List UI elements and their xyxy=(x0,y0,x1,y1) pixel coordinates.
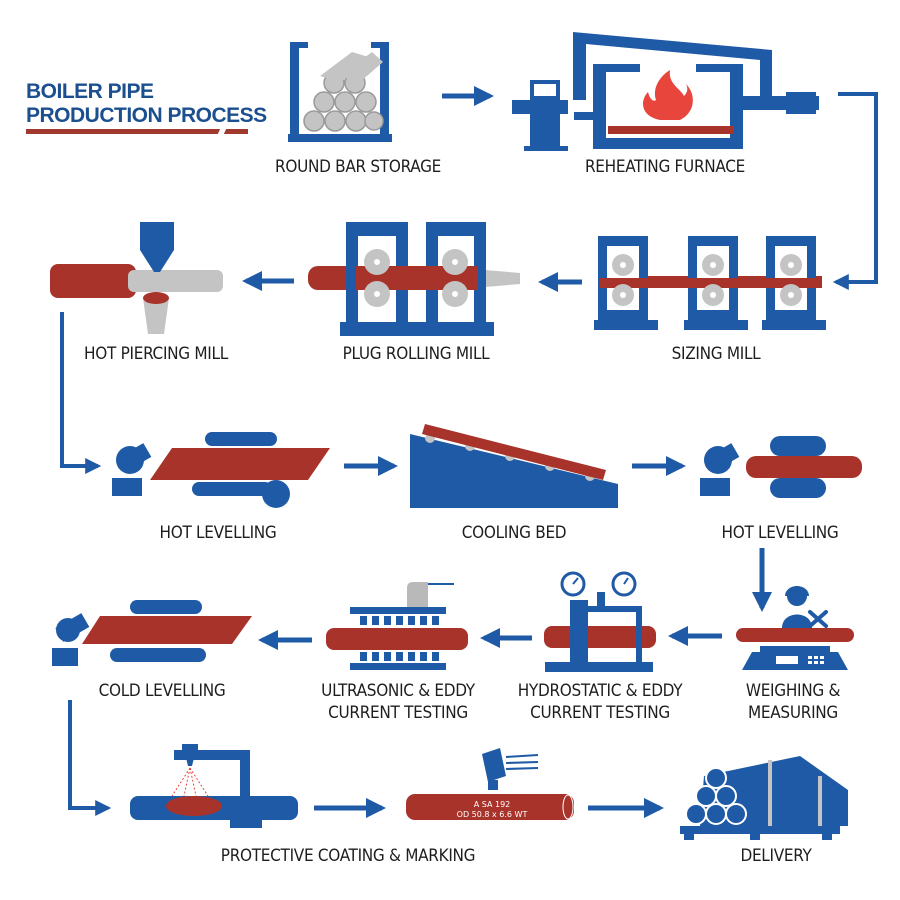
label-plug-rolling-mill: PLUG ROLLING MILL xyxy=(342,344,490,364)
flow-arrow xyxy=(60,312,102,474)
piercing-mill-icon xyxy=(50,222,223,334)
flow-arrow xyxy=(832,92,878,290)
pipe-bundle-icon xyxy=(680,756,848,840)
diagram-title: BOILER PIPE PRODUCTION PROCESS xyxy=(26,80,267,128)
label-hydrostatic-eddy: HYDROSTATIC & EDDY CURRENT TESTING xyxy=(518,680,683,724)
weighing-scale-icon xyxy=(736,586,854,670)
label-sizing-mill: SIZING MILL xyxy=(671,344,761,364)
bar-rack-icon xyxy=(288,42,392,142)
leveller-icon xyxy=(112,432,330,508)
pressure-gauge-icon xyxy=(544,571,656,672)
label-round-bar-storage: ROUND BAR STORAGE xyxy=(275,157,441,177)
leveller-icon xyxy=(700,436,862,498)
label-ultrasonic-eddy: ULTRASONIC & EDDY CURRENT TESTING xyxy=(321,680,475,724)
leveller-icon xyxy=(52,600,252,666)
label-hot-piercing-mill: HOT PIERCING MILL xyxy=(84,344,228,364)
ultrasonic-probe-icon xyxy=(326,582,468,670)
label-line: WEIGHING & xyxy=(745,681,841,701)
title-line-1: BOILER PIPE xyxy=(26,80,154,103)
label-protective-coating-marking: PROTECTIVE COATING & MARKING xyxy=(220,846,476,866)
label-hot-levelling-2: HOT LEVELLING xyxy=(721,523,839,543)
label-line: HYDROSTATIC & EDDY xyxy=(517,681,683,701)
label-cold-levelling: COLD LEVELLING xyxy=(98,681,226,701)
plug-rolling-mill-icon xyxy=(308,222,520,336)
pipe-marking-text: A SA 192 OD 50.8 x 6.6 WT xyxy=(412,800,572,820)
label-line: CURRENT TESTING xyxy=(328,703,468,723)
marking-line-2: OD 50.8 x 6.6 WT xyxy=(456,810,528,819)
furnace-icon xyxy=(512,32,819,151)
label-line: MEASURING xyxy=(748,703,838,723)
label-delivery: DELIVERY xyxy=(740,846,812,866)
sizing-mill-icon xyxy=(594,236,826,330)
label-cooling-bed: COOLING BED xyxy=(461,523,567,543)
cooling-bed-icon xyxy=(410,424,618,508)
marking-head-icon xyxy=(406,748,574,820)
spray-marking-icon xyxy=(130,744,298,828)
marking-line-1: A SA 192 xyxy=(473,800,511,809)
flow-arrow xyxy=(68,700,112,816)
label-line: ULTRASONIC & EDDY xyxy=(321,681,475,701)
label-reheating-furnace: REHEATING FURNACE xyxy=(584,157,746,177)
label-line: CURRENT TESTING xyxy=(530,703,670,723)
label-weighing-measuring: WEIGHING & MEASURING xyxy=(745,680,841,724)
title-underline xyxy=(26,129,248,134)
label-hot-levelling-1: HOT LEVELLING xyxy=(159,523,277,543)
title-line-2: PRODUCTION PROCESS xyxy=(26,104,267,127)
